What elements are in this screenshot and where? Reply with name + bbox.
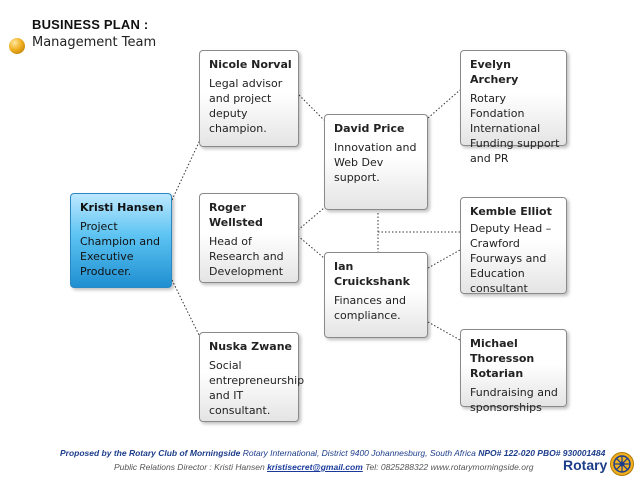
member-name: Kristi Hansen: [80, 201, 164, 214]
member-name: Roger Wellsted: [209, 201, 263, 229]
member-name: Kemble Elliot: [470, 205, 552, 218]
member-role: Project Champion and Executive Producer.: [80, 220, 161, 278]
rotary-logo-text: Rotary: [563, 457, 608, 473]
page-title: BUSINESS PLAN :: [32, 17, 149, 32]
connector-nicole-david: [298, 94, 325, 121]
member-role: Fundraising and sponsorships: [470, 386, 558, 414]
org-box-david-price: David Price Innovation and Web Dev suppo…: [324, 114, 428, 210]
org-box-roger-wellsted: Roger Wellsted Head of Research and Deve…: [199, 193, 299, 283]
rotary-wheel-icon: [610, 452, 634, 476]
member-name: Ian Cruickshank: [334, 260, 410, 288]
member-name: David Price: [334, 122, 405, 135]
member-role: Rotary Fondation International Funding s…: [470, 92, 560, 165]
connector-kristi-nuska: [171, 279, 201, 338]
title-bullet-icon: [9, 38, 25, 54]
page-subtitle: Management Team: [32, 35, 157, 50]
member-role: Finances and compliance.: [334, 294, 407, 322]
footer-email-link[interactable]: kristisecret@gmail.com: [267, 462, 363, 472]
org-box-kemble-elliot: Kemble Elliot Deputy Head – Crawford Fou…: [460, 197, 567, 295]
connector-ian-kemble: [427, 249, 461, 269]
footer-proposer: Proposed by the Rotary Club of Morningsi…: [60, 448, 241, 458]
footer-contact-details: Tel: 0825288322 www.rotarymorningside.or…: [362, 462, 534, 472]
connector-ian-michael: [427, 321, 461, 341]
footer-line-2: Public Relations Director : Kristi Hanse…: [114, 462, 534, 472]
member-role: Deputy Head – Crawford Fourways and Educ…: [470, 222, 552, 295]
member-role: Legal advisor and project deputy champio…: [209, 77, 283, 135]
connector-david-evelyn: [427, 89, 461, 119]
org-box-nicole-norval: Nicole Norval Legal advisor and project …: [199, 50, 299, 147]
org-box-evelyn-archery: Evelyn Archery Rotary Fondation Internat…: [460, 50, 567, 165]
connector-roger-david: [297, 207, 325, 231]
org-box-ian-cruickshank: Ian Cruickshank Finances and compliance.: [324, 252, 428, 338]
org-box-michael-thoresson: Michael Thoresson Rotarian Fundraising a…: [460, 329, 567, 414]
footer-contact-label: Public Relations Director : Kristi Hanse…: [114, 462, 268, 472]
footer-registration: NPO# 122-020 PBO# 930001484: [478, 448, 606, 458]
member-role: Head of Research and Development: [209, 235, 284, 278]
connector-kristi-nicole: [171, 139, 201, 201]
member-name: Evelyn Archery: [470, 58, 519, 86]
footer-district: Rotary International, District 9400 Joha…: [240, 448, 479, 458]
org-box-kristi-hansen: Kristi Hansen Project Champion and Execu…: [70, 193, 172, 288]
member-name: Nuska Zwane: [209, 340, 293, 353]
member-name: Nicole Norval: [209, 58, 292, 71]
connector-roger-ian: [297, 235, 325, 259]
member-role: Social entrepreneurship and IT consultan…: [209, 359, 305, 417]
member-name: Michael Thoresson Rotarian: [470, 337, 535, 380]
member-role: Innovation and Web Dev support.: [334, 141, 417, 184]
org-box-nuska-zwane: Nuska Zwane Social entrepreneurship and …: [199, 332, 305, 422]
footer-line-1: Proposed by the Rotary Club of Morningsi…: [60, 448, 605, 458]
